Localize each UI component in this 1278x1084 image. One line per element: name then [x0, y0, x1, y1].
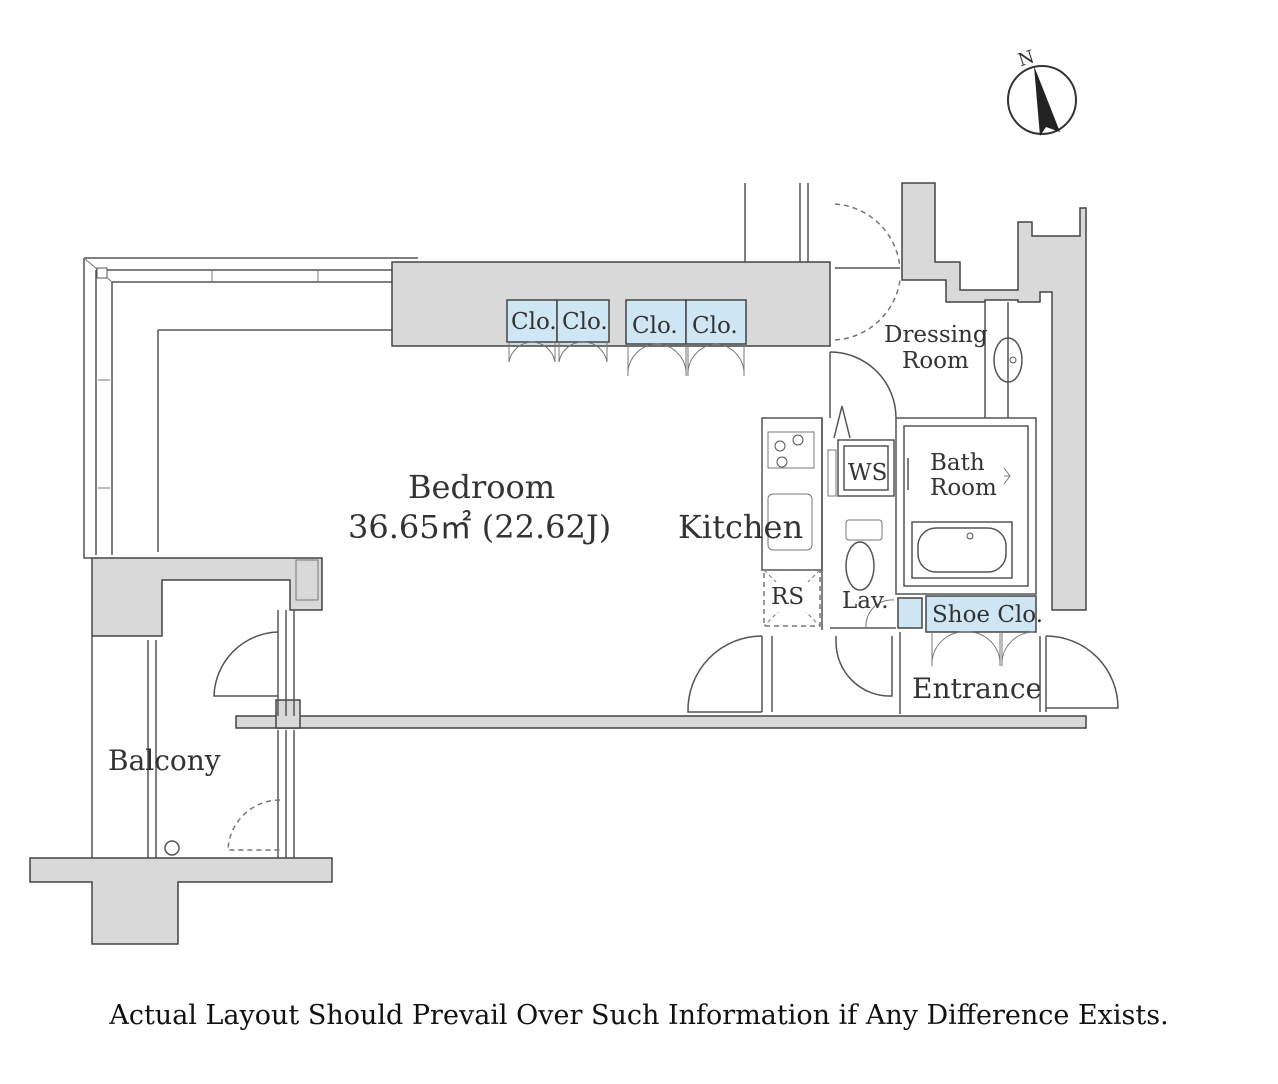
bottom-wall	[235, 699, 1087, 729]
bath-room-label-1: Bath	[930, 450, 985, 476]
toilet	[830, 519, 896, 629]
closet-2-label: Clo.	[562, 309, 608, 335]
balcony-label: Balcony	[108, 744, 221, 777]
closet-3[interactable]	[625, 299, 687, 345]
refrigerator-space: RS	[763, 569, 821, 627]
closet-3-label: Clo.	[632, 313, 678, 339]
shoe-closet: Shoe Clo.	[897, 595, 1043, 667]
corridor-walls	[744, 182, 1087, 611]
disclaimer-text: Actual Layout Should Prevail Over Such I…	[109, 1000, 1169, 1031]
closet-wall	[391, 261, 831, 347]
dressing-room-label-1: Dressing	[884, 322, 988, 348]
lavatory-label: Lav.	[842, 588, 889, 614]
balcony-structure	[29, 557, 333, 945]
washer-space-label: WS	[848, 460, 887, 486]
closet-2[interactable]	[556, 299, 610, 343]
closet-4-label: Clo.	[692, 313, 738, 339]
compass-north-label: N	[1016, 46, 1037, 71]
compass-icon: N	[1007, 46, 1077, 136]
closet-group: Clo. Clo. Clo. Clo.	[506, 299, 747, 377]
shoe-closet-label: Shoe Clo.	[932, 602, 1043, 628]
bath-room: Bath Room	[895, 417, 1037, 595]
washer-space: WS	[833, 405, 895, 497]
bedroom-area-label: 36.65㎡ (22.62J)	[348, 508, 611, 546]
entrance-label: Entrance	[912, 672, 1042, 705]
kitchen-label: Kitchen	[678, 508, 803, 546]
closet-1-label: Clo.	[511, 309, 557, 335]
dressing-room-label-2: Room	[902, 348, 969, 374]
shoe-closet-box[interactable]	[925, 595, 1037, 633]
bath-room-label-2: Room	[930, 475, 997, 501]
refrigerator-space-label: RS	[771, 584, 804, 610]
bedroom-label: Bedroom	[408, 468, 555, 506]
